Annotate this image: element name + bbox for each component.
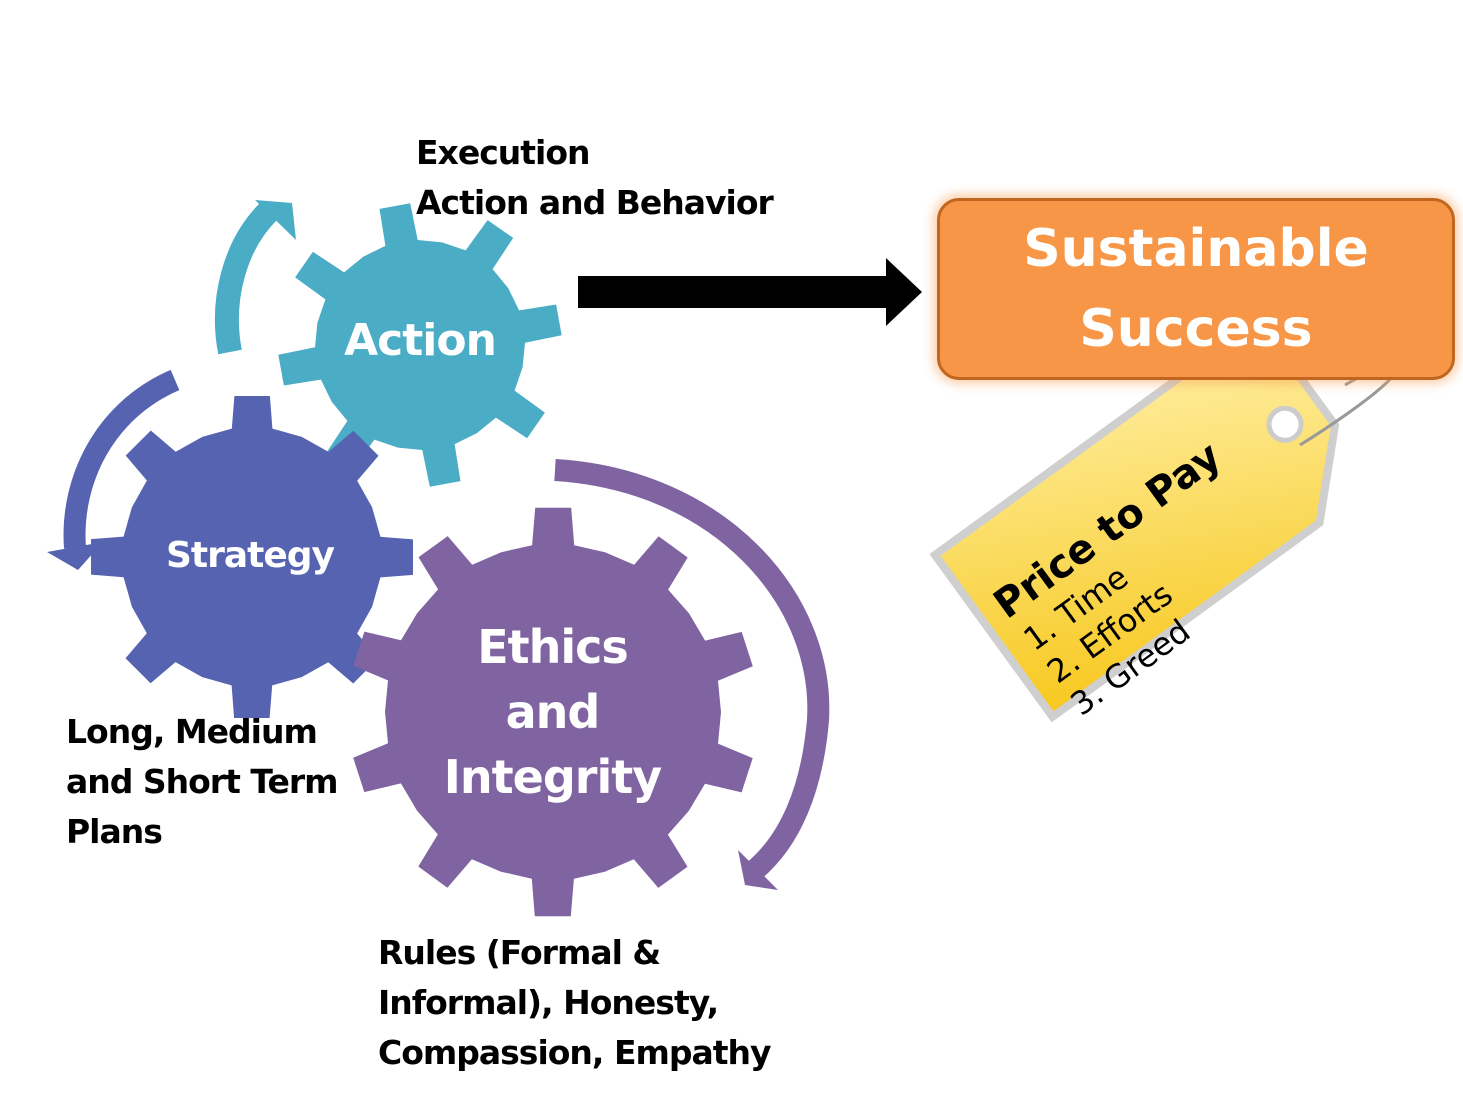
gear-action-label: Action: [344, 315, 497, 366]
result-line: Sustainable: [1023, 219, 1369, 279]
sustainable-success-box: Sustainable Success: [937, 198, 1455, 380]
gear-ethics: [353, 507, 753, 917]
gear-ethics-line: Integrity: [443, 750, 662, 804]
caption-line: and Short Term: [66, 762, 339, 801]
caption-line: Execution: [416, 133, 591, 172]
cycle-arrow-blue-head: [47, 542, 103, 570]
caption-strategy: Long, Medium and Short Term Plans: [66, 707, 339, 857]
gear-ethics-label: Ethics and Integrity: [420, 615, 685, 810]
cycle-arrow-teal: [214, 203, 277, 355]
gear-strategy: [91, 396, 413, 718]
caption-line: Informal), Honesty,: [378, 983, 719, 1022]
cycle-arrow-blue: [63, 369, 180, 549]
caption-line: Rules (Formal &: [378, 933, 661, 972]
caption-ethics: Rules (Formal & Informal), Honesty, Comp…: [378, 928, 772, 1078]
caption-action: Execution Action and Behavior: [416, 128, 774, 228]
caption-line: Plans: [66, 812, 163, 851]
caption-line: Action and Behavior: [416, 183, 774, 222]
cycle-arrow-purple-head: [738, 850, 778, 890]
result-line: Success: [1079, 299, 1313, 359]
caption-line: Compassion, Empathy: [378, 1033, 772, 1072]
gear-ethics-line: Ethics: [477, 620, 629, 674]
gear-ethics-line: and: [505, 685, 601, 739]
gear-strategy-label: Strategy: [165, 535, 335, 576]
gear-action: [278, 203, 562, 487]
caption-line: Long, Medium: [66, 712, 318, 751]
arrow-to-success: [578, 258, 922, 326]
cycle-arrow-teal-head: [255, 200, 296, 240]
cycle-arrow-purple: [554, 459, 830, 879]
